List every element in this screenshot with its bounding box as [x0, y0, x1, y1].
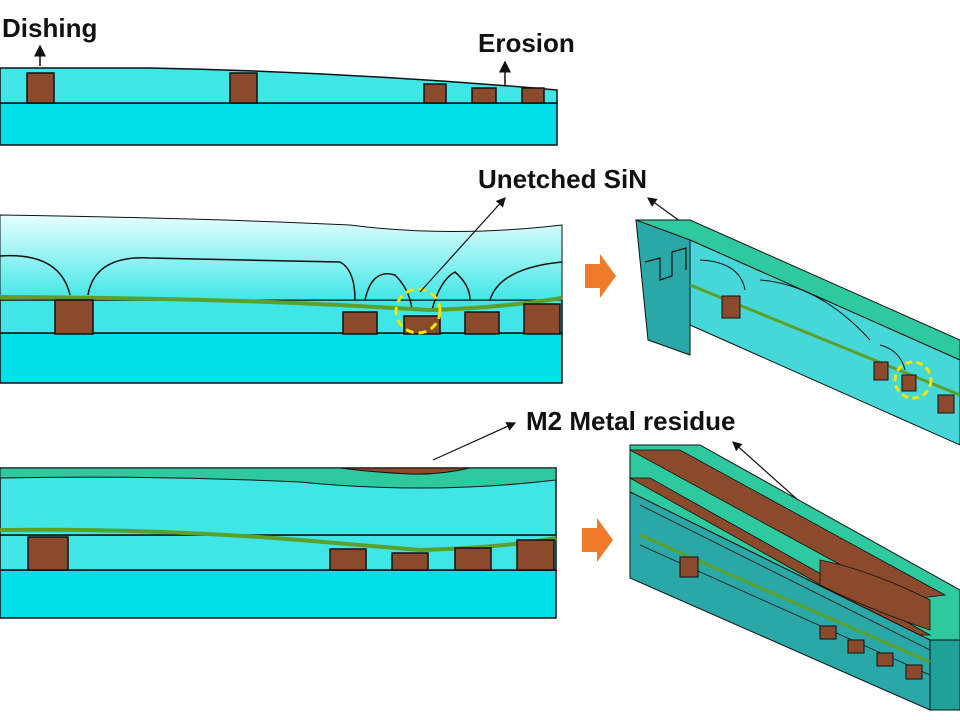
slab1-metal-lines — [721, 295, 955, 414]
panel1-metal-lines — [26, 72, 545, 104]
slab1-highlight-circle — [893, 360, 933, 400]
slab2-metal-stripe-1 — [629, 449, 947, 601]
panel3-metal-residue — [339, 467, 471, 475]
panel-dishing-erosion: Dishing Erosion — [0, 13, 575, 146]
m2-residue-arrow — [432, 422, 517, 461]
panel1-oxide — [0, 67, 558, 104]
slab2-residue-patch — [819, 559, 931, 631]
panel2-upper-oxide — [0, 214, 563, 301]
panel3-substrate — [0, 569, 557, 619]
slab2-end-face — [929, 639, 960, 711]
panel2-trench-outlines — [0, 254, 563, 311]
slab1-notch — [644, 247, 687, 281]
panel2-metal-lines — [54, 299, 561, 335]
erosion-label: Erosion — [478, 28, 575, 58]
slab1-trench-lines — [699, 259, 906, 371]
panel2-substrate — [0, 332, 563, 384]
panel1-substrate — [0, 102, 558, 146]
slab2-metal-lines — [679, 556, 923, 680]
m2-metal-residue-label: M2 Metal residue — [526, 406, 736, 436]
panel-m2-residue: M2 Metal residue — [0, 406, 894, 619]
panel3-sin-liner — [0, 527, 557, 553]
panel-unetched-sin: Unetched SiN — [0, 164, 901, 384]
dishing-label: Dishing — [2, 13, 97, 43]
flow-arrow-1 — [585, 254, 616, 298]
panel3-metal-lines — [27, 536, 555, 571]
slab2-sin-liner — [639, 533, 931, 664]
panel2-3d-view — [635, 219, 960, 446]
panel2-sin-liner — [0, 295, 563, 313]
unetched-sin-arrow — [419, 197, 506, 293]
flow-arrow-2 — [582, 518, 613, 562]
slab1-side-face — [635, 219, 691, 356]
panel3-3d-view — [628, 444, 960, 711]
unetched-sin-label: Unetched SiN — [478, 164, 647, 194]
panel2-highlight-circle — [394, 287, 442, 335]
